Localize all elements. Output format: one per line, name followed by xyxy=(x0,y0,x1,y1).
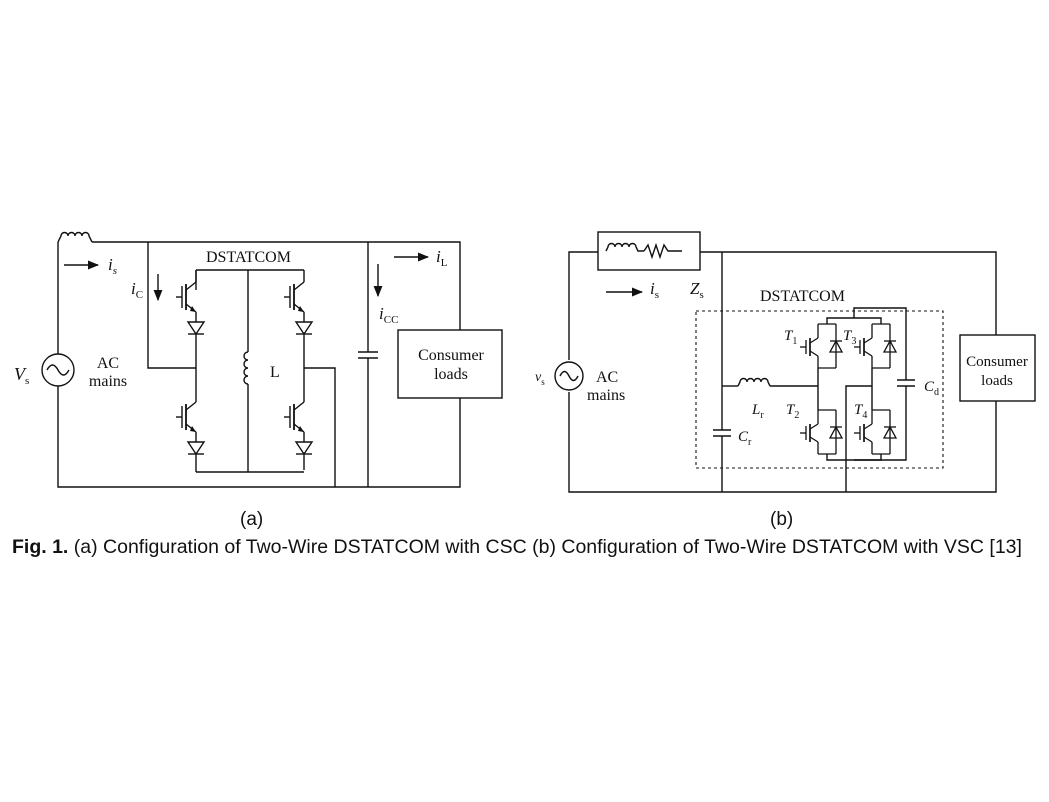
source-resistor-b xyxy=(643,242,682,260)
wire-b xyxy=(845,385,872,492)
ac-mains-label-b: AC xyxy=(596,369,618,386)
consumer-load-box-b xyxy=(959,334,1036,402)
wire-b xyxy=(568,251,997,493)
switch-a-lower-left xyxy=(175,389,205,471)
wire-a xyxy=(304,367,336,487)
caption-prefix: Fig. 1. xyxy=(12,536,69,558)
ac-mains-label-b: mains xyxy=(587,387,625,404)
figure-caption: Fig. 1. (a) Configuration of Two-Wire DS… xyxy=(12,534,1042,560)
load-label-b: Consumer xyxy=(966,354,1028,370)
ac-mains-label-a: mains xyxy=(89,373,127,390)
load-label-b: loads xyxy=(981,373,1013,389)
ac-source-b xyxy=(554,361,584,391)
diagram-b xyxy=(554,231,1036,493)
wire-a xyxy=(147,242,196,369)
diagram-a xyxy=(41,231,503,488)
label-vs-b: vs xyxy=(535,370,545,387)
switch-t3 xyxy=(853,323,897,369)
ac-mains-label-a: AC xyxy=(97,355,119,372)
consumer-load-box-a xyxy=(397,329,503,399)
switch-t2 xyxy=(799,409,843,455)
caption-text: (a) Configuration of Two-Wire DSTATCOM w… xyxy=(68,536,1022,558)
wire-b xyxy=(826,454,882,461)
source-impedance-box-b xyxy=(597,231,701,271)
dstatcom-title-a: DSTATCOM xyxy=(206,249,291,266)
load-label-a: Consumer xyxy=(418,347,484,364)
source-inductor-b xyxy=(605,242,644,252)
subfigure-label-a: (a) xyxy=(240,509,264,530)
filter-inductor-b xyxy=(737,377,771,387)
sine-icon xyxy=(46,364,70,376)
label-is-a: is xyxy=(108,255,117,277)
label-t1: T1 xyxy=(784,328,797,347)
subfigure-label-b: (b) xyxy=(770,509,794,530)
wire-b xyxy=(854,386,907,461)
switch-a-upper-right xyxy=(283,269,313,351)
wire-b xyxy=(568,251,598,360)
dstatcom-title-b: DSTATCOM xyxy=(760,288,845,305)
label-cr-b: Cr xyxy=(738,429,752,448)
label-ic-a: iC xyxy=(131,279,143,301)
label-is-b: is xyxy=(650,279,659,301)
dstatcom-boundary-b xyxy=(695,310,944,469)
load-label-a: loads xyxy=(434,366,468,383)
wire-b xyxy=(826,317,882,324)
label-icc-a: iCC xyxy=(379,304,398,326)
source-inductor-a xyxy=(57,231,93,243)
wire-b xyxy=(853,307,907,380)
label-cd-b: Cd xyxy=(924,379,939,398)
wire-a xyxy=(57,241,461,488)
label-lr-b: Lr xyxy=(751,402,764,421)
label-t2: T2 xyxy=(786,402,799,421)
switch-a-lower-right xyxy=(283,389,313,471)
dc-inductor-a xyxy=(243,351,249,385)
label-zs-b: Zs xyxy=(690,279,704,301)
label-t4: T4 xyxy=(854,402,867,421)
sine-icon xyxy=(559,370,579,382)
label-t3: T3 xyxy=(843,328,856,347)
label-vs-a: Vs xyxy=(14,364,29,387)
ac-source-a xyxy=(41,353,75,387)
label-il-a: iL xyxy=(436,247,448,269)
inductor-label-a: L xyxy=(270,364,280,381)
switch-a-upper-left xyxy=(175,269,205,351)
switch-t1 xyxy=(799,323,843,369)
